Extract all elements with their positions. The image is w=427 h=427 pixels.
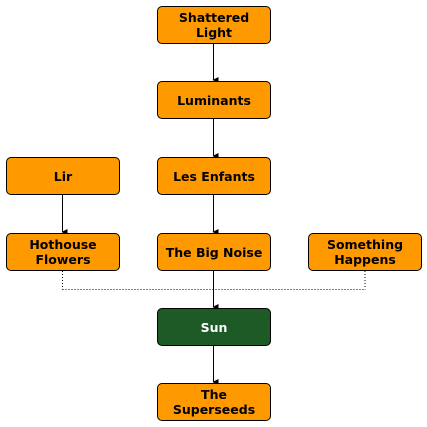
node-luminants: Luminants <box>157 81 271 119</box>
node-something-happens: Something Happens <box>308 233 422 271</box>
node-the-big-noise: The Big Noise <box>157 233 271 271</box>
node-sun: Sun <box>157 308 271 346</box>
node-lir: Lir <box>6 157 120 195</box>
node-shattered-light: Shattered Light <box>157 6 271 44</box>
node-les-enfants: Les Enfants <box>157 157 271 195</box>
node-the-superseeds: The Superseeds <box>157 383 271 421</box>
node-hothouse-flowers: Hothouse Flowers <box>6 233 120 271</box>
